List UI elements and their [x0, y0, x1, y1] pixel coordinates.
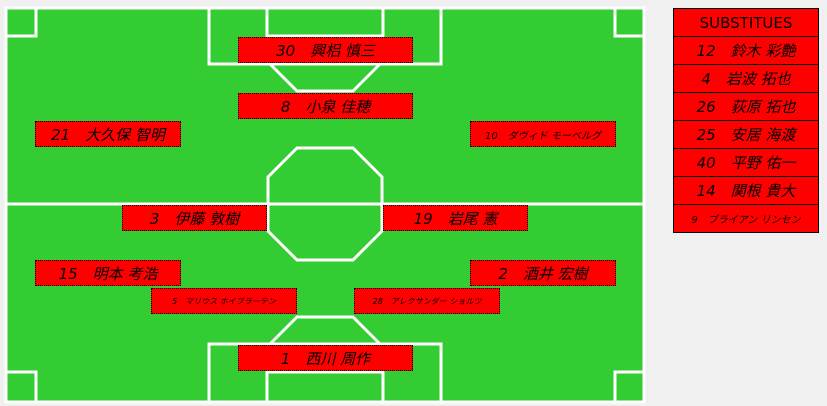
corner-bottom-right	[613, 370, 644, 402]
bottom-goal-area	[265, 370, 385, 402]
substitute-item: 9 ブライアン リンセン	[691, 215, 801, 226]
top-goal-area	[265, 8, 385, 38]
bottom-penalty-area	[207, 342, 443, 402]
player-28: 28 アレクサンダー ショルツ	[354, 288, 500, 314]
player-8: 8 小泉 佳穂	[238, 93, 413, 119]
player-19: 19 岩尾 憲	[383, 205, 528, 231]
player-30: 30 興梠 慎三	[238, 37, 413, 63]
center-circle	[266, 146, 384, 262]
top-penalty-arc	[268, 62, 382, 93]
player-5: 5 マリウス ホイブラーテン	[151, 288, 297, 314]
substitute-item: 26 荻原 拓也	[674, 93, 818, 121]
substitutes-panel: SUBSTITUES 12 鈴木 彩艶 4 岩波 拓也 26 荻原 拓也 25 …	[673, 8, 819, 233]
pitch	[4, 6, 646, 404]
top-penalty-area	[207, 8, 443, 66]
player-21: 21 大久保 智明	[35, 121, 181, 147]
substitute-item: 4 岩波 拓也	[674, 65, 818, 93]
substitutes-title: SUBSTITUES	[674, 9, 818, 37]
substitute-item: 40 平野 佑一	[674, 149, 818, 177]
player-3: 3 伊藤 敦樹	[122, 205, 267, 231]
substitute-item: 12 鈴木 彩艶	[674, 37, 818, 65]
player-10: 10 ダヴィド モーベルグ	[470, 121, 616, 147]
player-2: 2 酒井 宏樹	[470, 260, 616, 286]
bottom-penalty-arc	[268, 315, 382, 346]
substitute-item: 14 関根 貴大	[674, 177, 818, 205]
player-15: 15 明本 考浩	[35, 260, 181, 286]
corner-top-right	[613, 8, 644, 38]
player-1: 1 西川 周作	[238, 345, 413, 371]
corner-top-left	[6, 8, 38, 38]
corner-bottom-left	[6, 370, 38, 402]
substitute-item: 25 安居 海渡	[674, 121, 818, 149]
